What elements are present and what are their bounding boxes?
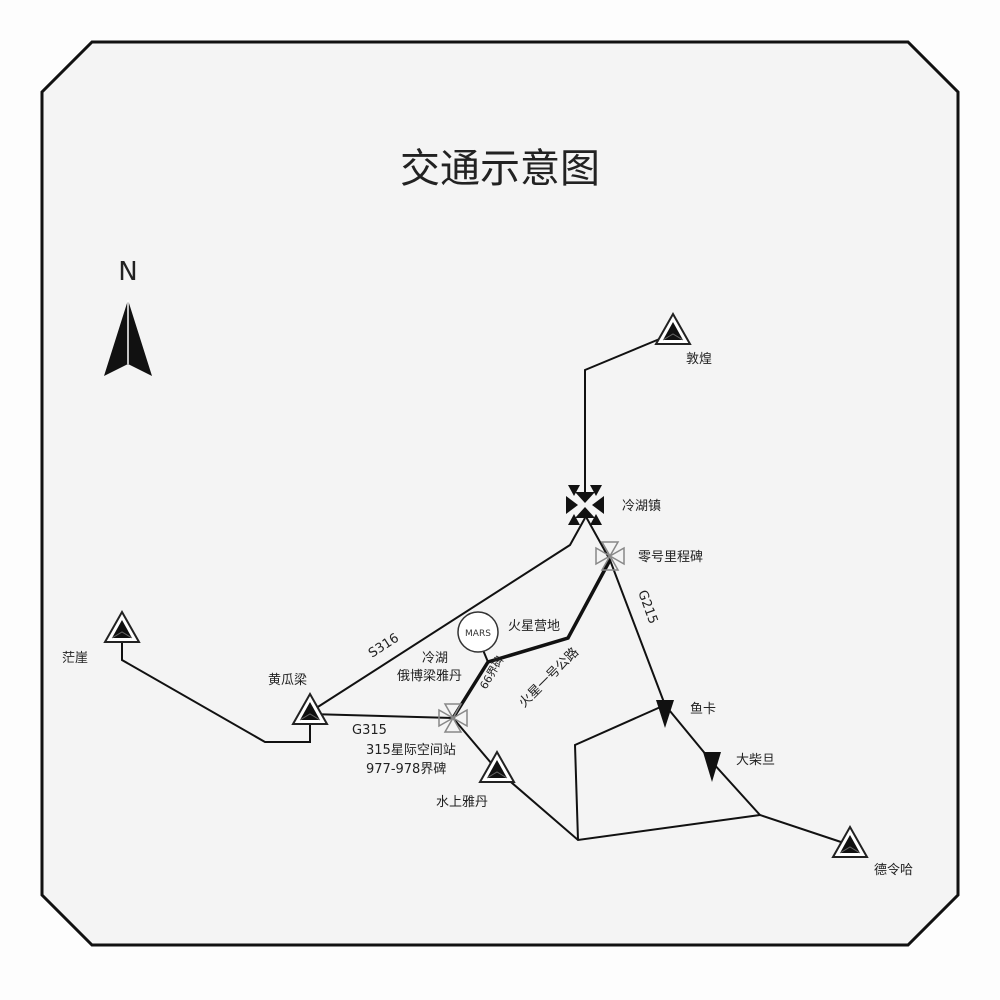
label-water-yardang: 水上雅丹 — [436, 795, 488, 810]
label-mangya: 茫崖 — [62, 651, 88, 666]
label-dunhuang: 敦煌 — [686, 351, 712, 367]
road-g215 — [584, 514, 851, 846]
compass-label: N — [118, 257, 137, 287]
lenghu-town-icon — [566, 485, 604, 525]
label-zero-milestone: 零号里程碑 — [638, 549, 703, 565]
label-dachaidan: 大柴旦 — [736, 753, 775, 768]
map-frame — [40, 40, 960, 947]
label-delingha: 德令哈 — [874, 863, 913, 878]
road-g315 — [309, 713, 454, 719]
milestone-icon — [595, 541, 625, 571]
road-mars-1 — [451, 559, 612, 719]
road-dunhuang-lenghu — [584, 337, 663, 492]
svg-text:MARS: MARS — [465, 629, 491, 639]
road-label-g315: G315 — [352, 723, 387, 738]
mars-camp-logo: MARS — [457, 611, 499, 653]
map-title: 交通示意图 — [400, 146, 600, 192]
label-station-1: 315星际空间站 — [366, 743, 456, 758]
label-mars-camp: 火星营地 — [508, 619, 560, 634]
station-icon — [438, 703, 468, 733]
yuka-marker-icon — [656, 700, 674, 728]
label-lenghu-town: 冷湖镇 — [622, 499, 661, 514]
road-mangya — [121, 638, 311, 743]
north-arrow-icon — [104, 300, 152, 376]
label-ebo-yardang-2: 俄博梁雅丹 — [397, 669, 462, 684]
label-yuka: 鱼卡 — [690, 701, 716, 717]
label-huanggualiang: 黄瓜梁 — [268, 673, 307, 688]
road-south — [452, 717, 761, 842]
label-station-2: 977-978界碑 — [366, 761, 446, 777]
roads — [121, 337, 851, 846]
road-s316 — [309, 517, 586, 713]
road-yuka-link — [573, 704, 666, 841]
label-ebo-yardang-1: 冷湖 — [422, 651, 448, 666]
dachaidan-marker-icon — [703, 752, 721, 782]
